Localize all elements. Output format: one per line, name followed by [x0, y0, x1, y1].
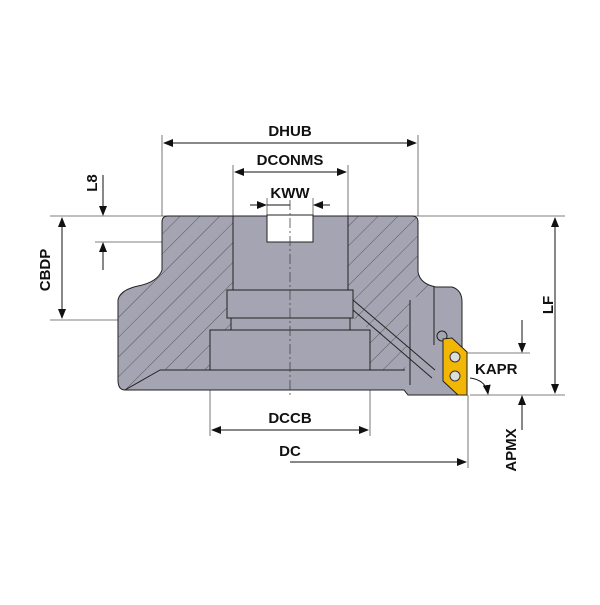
label-l8: L8: [84, 174, 101, 192]
label-dccb: DCCB: [268, 410, 311, 427]
label-kapr: KAPR: [475, 361, 518, 378]
dimension-lines: [58, 139, 559, 466]
screw-icon: [449, 351, 461, 363]
screw-icon: [449, 370, 461, 382]
label-kww: KWW: [270, 185, 310, 202]
label-apmx: APMX: [503, 428, 520, 471]
label-cbdp: CBDP: [37, 249, 54, 292]
label-dhub: DHUB: [268, 123, 311, 140]
cutter-body: [117, 214, 463, 396]
label-dconms: DCONMS: [257, 152, 324, 169]
label-lf: LF: [540, 296, 557, 314]
label-dc: DC: [279, 443, 301, 460]
cutting-insert: [442, 337, 468, 396]
